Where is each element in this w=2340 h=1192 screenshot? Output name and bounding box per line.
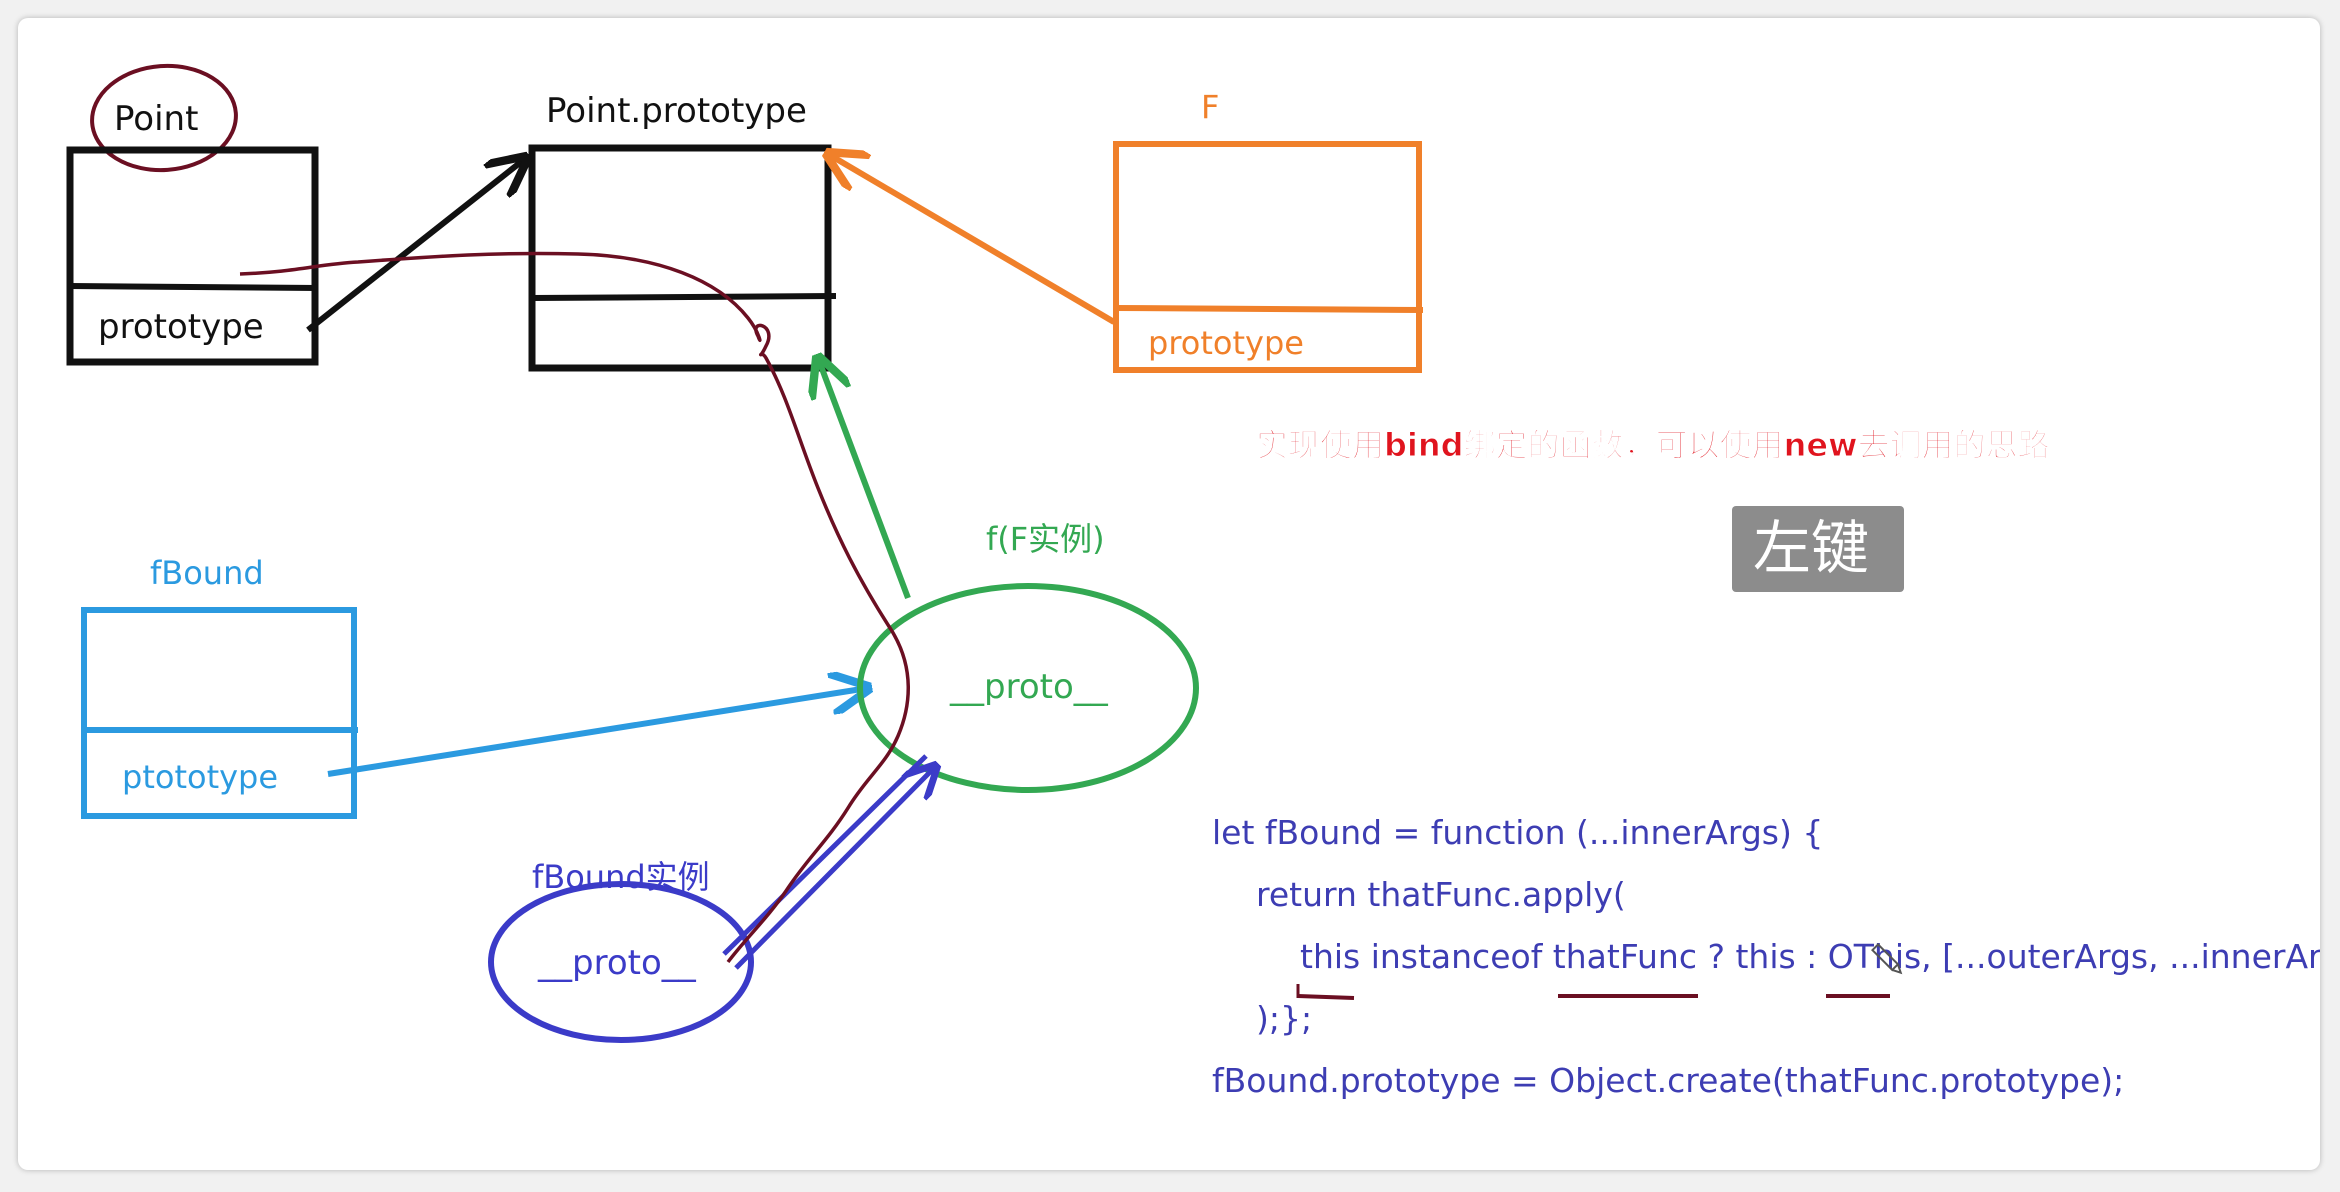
fbound-instance-to-f-instance-arrow [722, 754, 936, 970]
code-line-3: this instanceof thatFunc ? this : OThis,… [1300, 937, 2320, 976]
point-prototype-box: Point.prototype [528, 91, 837, 372]
pencil-icon [1871, 943, 1903, 975]
f-divider [1115, 305, 1424, 313]
diagram-canvas: Point prototype Point.prototype F protot… [18, 18, 2320, 1170]
f-prototype-label: prototype [1148, 324, 1304, 362]
point-prototype-divider [531, 293, 837, 301]
code-line-2: return thatFunc.apply( [1256, 875, 1626, 914]
diagram-svg: Point prototype Point.prototype F protot… [66, 63, 2320, 1100]
point-rect [66, 146, 319, 366]
tooltip-text: 左键 [1753, 514, 1869, 582]
prototype-chain-trace [239, 251, 910, 964]
code-line-4: );}; [1256, 999, 1312, 1038]
fbound-rect [81, 607, 357, 819]
fbound-to-f-instance-arrow [327, 688, 868, 777]
mouse-hint-tooltip: 左键 [1732, 506, 1904, 592]
point-title-circle [90, 63, 238, 173]
f-to-prototype-arrow [828, 154, 1116, 325]
fbound-instance-proto-label: __proto__ [537, 943, 697, 983]
caption-text: 实现使用bind绑定的函数，可以使用new去调用的思路 [1256, 426, 2051, 464]
f-instance: f(F实例) __proto__ [857, 520, 1199, 793]
point-divider [69, 283, 319, 291]
point-box: Point prototype [66, 63, 319, 366]
point-prototype-title: Point.prototype [546, 91, 807, 131]
point-prototype-label: prototype [98, 307, 264, 347]
code-line-1: let fBound = function (...innerArgs) { [1212, 813, 1823, 852]
point-title: Point [114, 99, 198, 139]
f-box: F prototype [1113, 88, 1424, 373]
f-instance-title: f(F实例) [986, 520, 1105, 558]
f-instance-ellipse [857, 583, 1199, 793]
fbound-box: fBound ptototype [81, 554, 358, 819]
fbound-title: fBound [150, 554, 264, 592]
point-prototype-rect [528, 144, 832, 372]
tooltip-background [1732, 506, 1904, 592]
point-to-prototype-arrow [306, 158, 526, 333]
fbound-prototype-label: ptototype [122, 758, 278, 796]
f-rect [1113, 141, 1422, 373]
code-block: let fBound = function (...innerArgs) { r… [1212, 813, 2320, 1100]
fbound-instance-ellipse [488, 881, 754, 1043]
f-title: F [1201, 88, 1219, 126]
f-instance-proto-label: __proto__ [949, 667, 1109, 707]
f-instance-to-prototype-arrow [818, 358, 911, 600]
fbound-instance: fBound实例 __proto__ [488, 858, 754, 1043]
code-line-5: fBound.prototype = Object.create(thatFun… [1212, 1061, 2124, 1100]
underline-this [1297, 994, 1355, 1000]
